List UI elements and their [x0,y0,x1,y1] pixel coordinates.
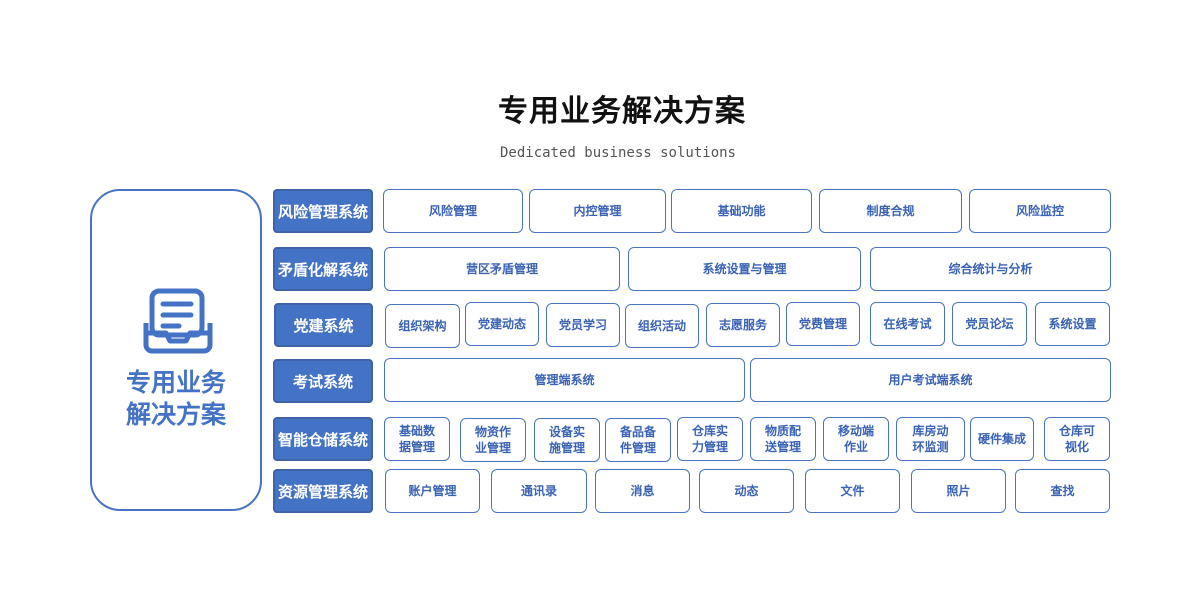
party-item[interactable]: 志愿服务 [706,303,780,347]
resource-item[interactable]: 照片 [911,469,1006,513]
risk-item[interactable]: 风险监控 [969,189,1111,233]
system-label-risk[interactable]: 风险管理系统 [273,189,373,233]
inbox-document-icon [142,287,214,359]
warehouse-item[interactable]: 仓库可 视化 [1044,417,1110,461]
warehouse-item[interactable]: 移动端 作业 [823,417,889,461]
party-item[interactable]: 党建动态 [465,302,539,346]
resource-item[interactable]: 动态 [699,469,794,513]
party-item[interactable]: 党员学习 [546,303,620,347]
system-label-exam[interactable]: 考试系统 [273,359,373,403]
resource-item[interactable]: 通讯录 [491,469,587,513]
system-label-resource[interactable]: 资源管理系统 [273,469,373,513]
party-item[interactable]: 系统设置 [1035,302,1110,346]
page-subtitle: Dedicated business solutions [499,145,736,161]
solution-label: 专用业务 解决方案 [125,368,226,429]
party-item[interactable]: 党费管理 [786,302,860,346]
conflict-item[interactable]: 营区矛盾管理 [384,247,620,291]
risk-item[interactable]: 内控管理 [529,189,666,233]
warehouse-item[interactable]: 备品备 件管理 [605,418,671,462]
resource-item[interactable]: 文件 [805,469,900,513]
solution-panel: 专用业务 解决方案 [90,189,262,511]
risk-item[interactable]: 风险管理 [383,189,523,233]
resource-item[interactable]: 账户管理 [385,469,480,513]
warehouse-item[interactable]: 硬件集成 [970,417,1034,461]
exam-item[interactable]: 用户考试端系统 [750,358,1111,402]
risk-item[interactable]: 制度合规 [819,189,962,233]
resource-item[interactable]: 查找 [1015,469,1110,513]
party-item[interactable]: 组织活动 [625,304,699,348]
page-title: 专用业务解决方案 [498,94,746,129]
resource-item[interactable]: 消息 [595,469,690,513]
risk-item[interactable]: 基础功能 [671,189,812,233]
warehouse-item[interactable]: 基础数 据管理 [384,417,450,461]
exam-item[interactable]: 管理端系统 [384,358,745,402]
warehouse-item[interactable]: 库房动 环监测 [896,417,965,461]
party-item[interactable]: 在线考试 [870,302,945,346]
system-label-warehouse[interactable]: 智能仓储系统 [273,417,373,461]
party-item[interactable]: 党员论坛 [952,302,1027,346]
system-label-conflict[interactable]: 矛盾化解系统 [273,247,373,291]
warehouse-item[interactable]: 设备实 施管理 [534,418,600,462]
conflict-item[interactable]: 综合统计与分析 [870,247,1111,291]
party-item[interactable]: 组织架构 [385,304,460,348]
warehouse-item[interactable]: 仓库实 力管理 [677,417,743,461]
warehouse-item[interactable]: 物质配 送管理 [750,417,816,461]
warehouse-item[interactable]: 物资作 业管理 [460,418,526,462]
conflict-item[interactable]: 系统设置与管理 [628,247,861,291]
system-label-party[interactable]: 党建系统 [274,303,373,347]
